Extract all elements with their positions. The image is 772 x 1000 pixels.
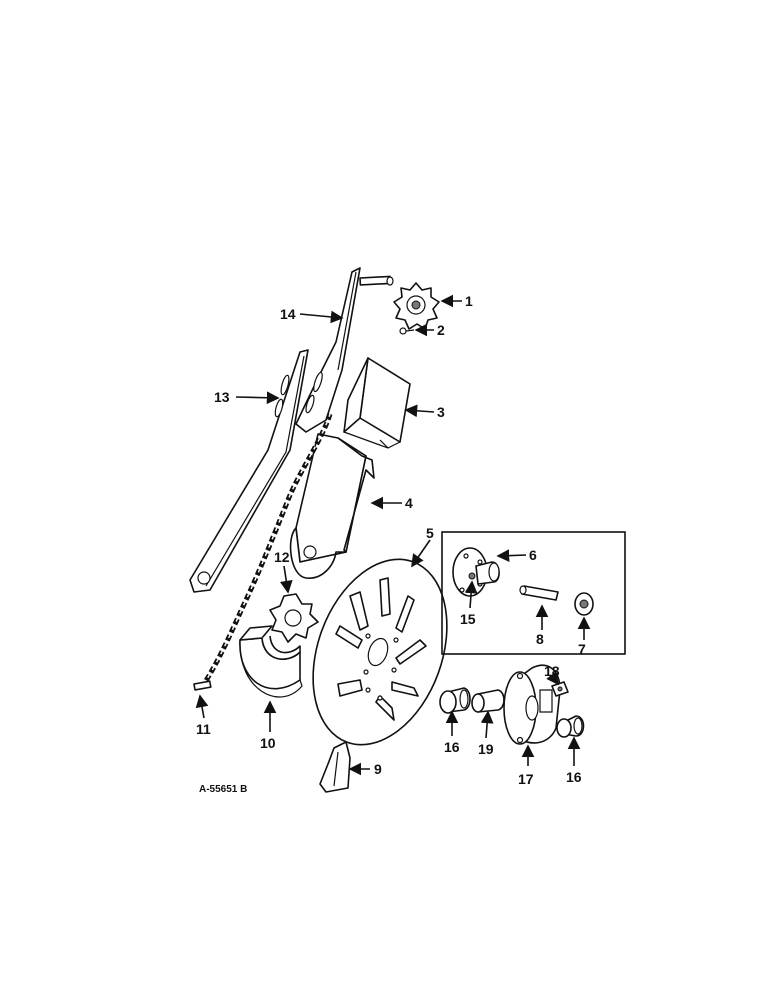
part-19-sleeve <box>471 689 505 713</box>
callout-10: 10 <box>260 735 276 751</box>
part-11-chain <box>193 413 333 692</box>
callout-13: 13 <box>214 389 230 405</box>
callout-labels: 1 2 3 4 5 6 7 8 9 10 11 12 13 14 15 16 1… <box>196 293 586 787</box>
callout-2: 2 <box>437 322 445 338</box>
leader-lines <box>195 294 591 776</box>
callout-18: 18 <box>544 663 560 679</box>
callout-15: 15 <box>460 611 476 627</box>
callout-7: 7 <box>578 641 586 657</box>
part-17-flange-hub <box>503 664 561 745</box>
part-13-strap <box>189 349 309 593</box>
part-8-shaft <box>519 585 559 601</box>
part-3-bracket <box>343 357 411 449</box>
part-9-paddle <box>319 741 351 793</box>
callout-3: 3 <box>437 404 445 420</box>
callout-14: 14 <box>280 306 296 322</box>
part-6-hub <box>452 547 500 597</box>
drawing-code: A-55651 B <box>199 784 247 795</box>
sub-assembly-box <box>441 531 626 655</box>
callout-12: 12 <box>274 549 290 565</box>
part-5-disc <box>312 558 448 746</box>
part-18-bolt <box>551 681 569 697</box>
part-12-sprocket <box>269 593 319 643</box>
callout-16a: 16 <box>444 739 460 755</box>
callout-19: 19 <box>478 741 494 757</box>
callout-1: 1 <box>465 293 473 309</box>
part-10-u-channel <box>239 625 303 698</box>
callout-16b: 16 <box>566 769 582 785</box>
callout-11: 11 <box>196 721 211 737</box>
part-2-pin <box>399 327 415 335</box>
part-4-guide-housing <box>289 433 375 579</box>
callout-9: 9 <box>374 761 382 777</box>
callout-5: 5 <box>426 525 434 541</box>
part-16b-bearing <box>556 715 585 738</box>
part-1-sprocket <box>393 282 440 330</box>
part-14-arm <box>295 267 394 433</box>
part-16a-bearing <box>439 687 471 714</box>
callout-17: 17 <box>518 771 534 787</box>
part-7-bushing <box>574 592 594 616</box>
callout-4: 4 <box>405 495 413 511</box>
callout-8: 8 <box>536 631 544 647</box>
callout-6: 6 <box>529 547 537 563</box>
